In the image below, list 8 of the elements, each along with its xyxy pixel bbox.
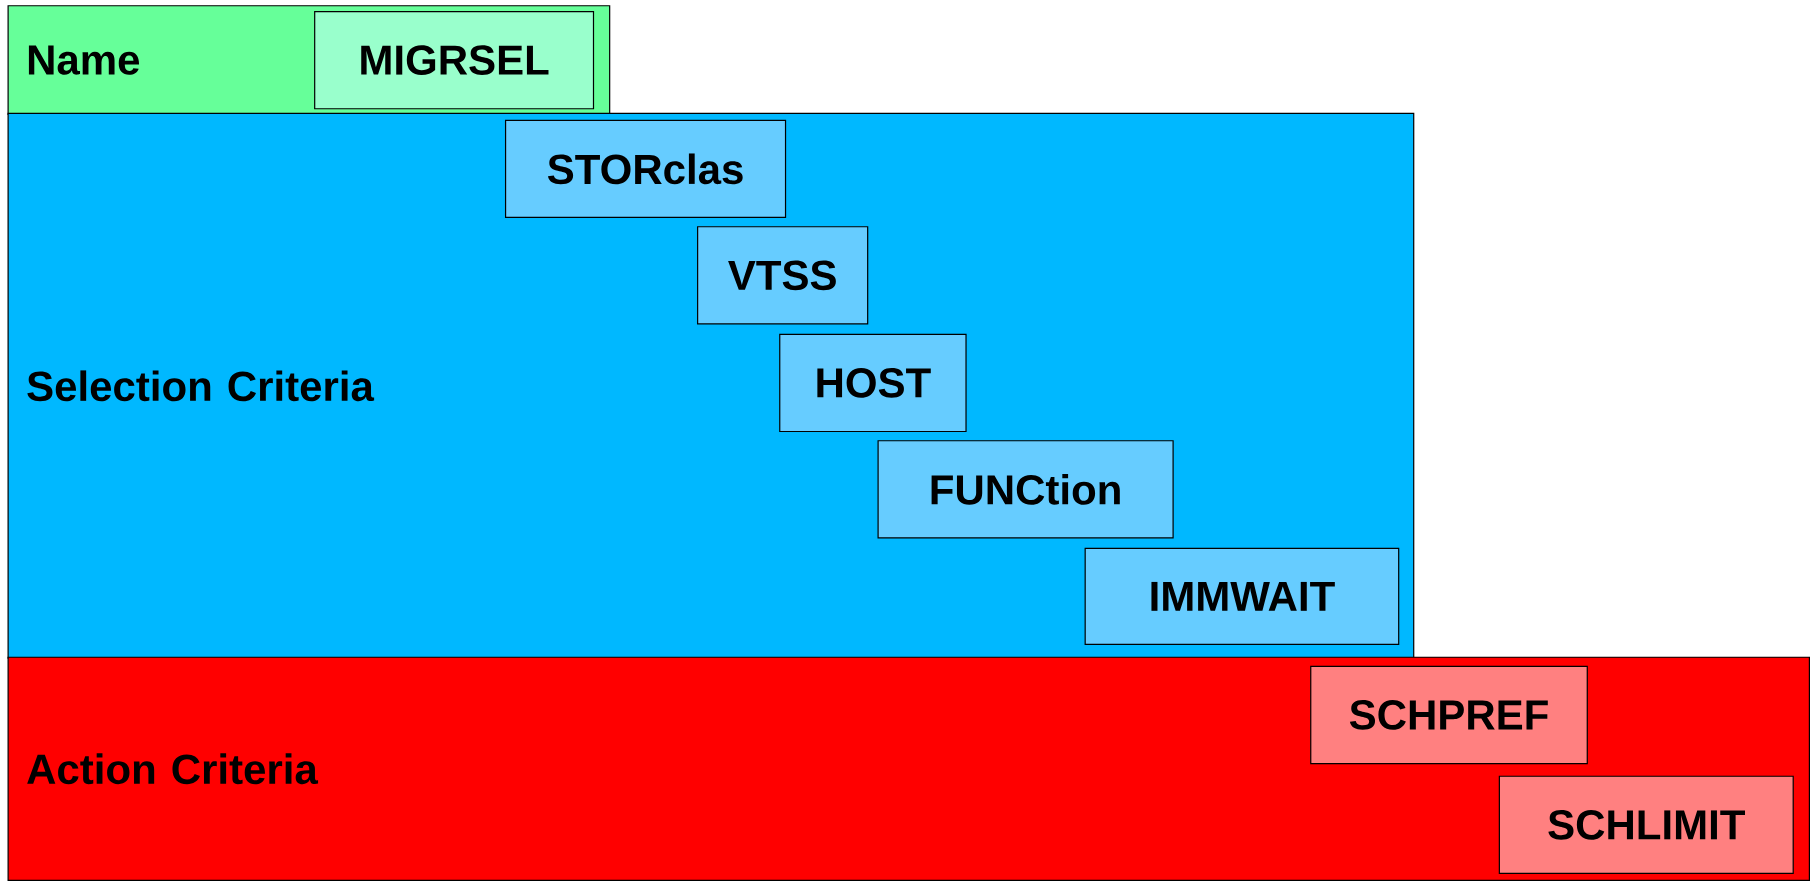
- tag-box: STORclas: [504, 119, 787, 219]
- tag-box: IMMWAIT: [1084, 547, 1400, 645]
- tag-box: SCHPREF: [1310, 665, 1588, 765]
- tag-box: SCHLIMIT: [1498, 775, 1794, 875]
- tag-box: HOST: [779, 333, 967, 433]
- tag-box: VTSS: [697, 226, 869, 325]
- tag-box: MIGRSEL: [314, 10, 595, 110]
- tag-box: FUNCtion: [877, 440, 1174, 539]
